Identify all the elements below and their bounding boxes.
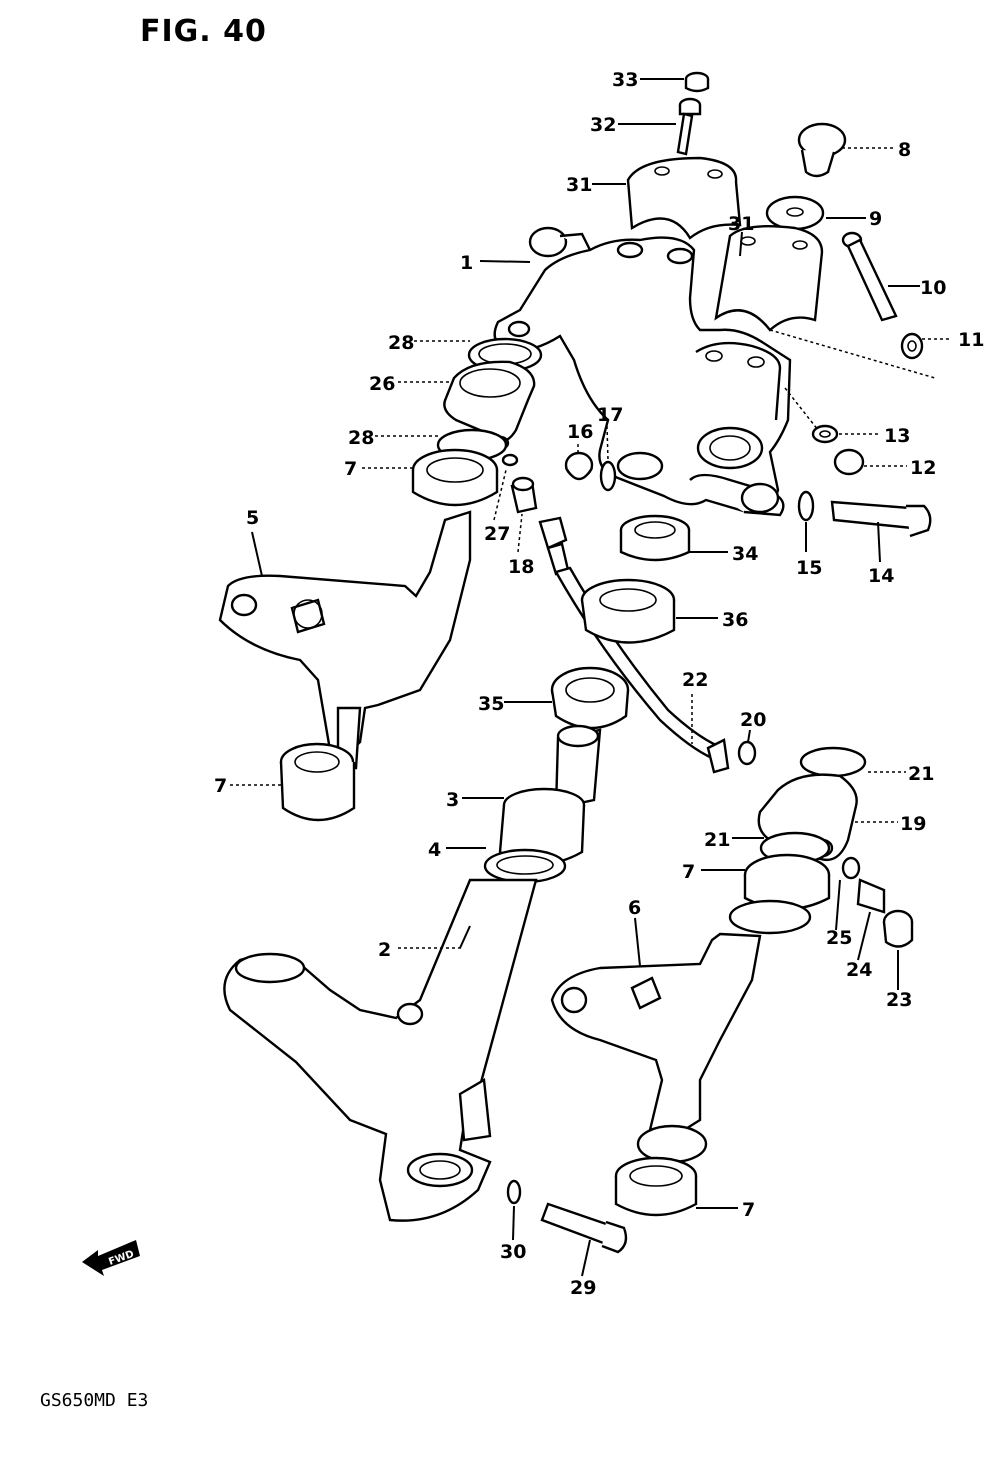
part-21a-cap bbox=[799, 746, 867, 778]
label-7c: 7 bbox=[682, 861, 695, 883]
part-18-fitting bbox=[510, 476, 538, 514]
part-16-cap bbox=[564, 451, 594, 481]
part-9-washer bbox=[765, 195, 825, 231]
label-36: 36 bbox=[722, 609, 748, 631]
label-24: 24 bbox=[846, 959, 872, 981]
label-27: 27 bbox=[484, 523, 510, 545]
part-14-bolt bbox=[830, 500, 932, 538]
label-31a: 31 bbox=[566, 174, 592, 196]
label-34: 34 bbox=[732, 543, 758, 565]
label-21a: 21 bbox=[908, 763, 934, 785]
part-labels: 33 32 8 31 9 31 1 10 11 28 26 28 16 17 1… bbox=[214, 69, 984, 1299]
label-32: 32 bbox=[590, 114, 616, 136]
part-7c-collar bbox=[728, 853, 831, 935]
label-7a: 7 bbox=[344, 458, 357, 480]
part-23-bolt bbox=[882, 909, 914, 948]
label-22: 22 bbox=[682, 669, 708, 691]
label-1: 1 bbox=[460, 252, 473, 274]
label-19: 19 bbox=[900, 813, 926, 835]
part-17-washer bbox=[599, 460, 617, 492]
label-15: 15 bbox=[796, 557, 822, 579]
label-9: 9 bbox=[869, 208, 882, 230]
label-14: 14 bbox=[868, 565, 894, 587]
part-26-clamp bbox=[443, 360, 536, 451]
part-25-washer bbox=[841, 856, 861, 880]
label-8: 8 bbox=[898, 139, 911, 161]
label-2: 2 bbox=[378, 939, 391, 961]
label-20: 20 bbox=[740, 709, 766, 731]
part-11-washer bbox=[900, 332, 924, 360]
part-31b-handlebar-holder bbox=[714, 225, 824, 332]
part-31a-handlebar-holder bbox=[626, 156, 742, 240]
label-5: 5 bbox=[246, 507, 259, 529]
fwd-arrow-icon: FWD bbox=[82, 1240, 140, 1276]
label-30: 30 bbox=[500, 1241, 526, 1263]
label-26: 26 bbox=[369, 373, 395, 395]
label-7d: 7 bbox=[742, 1199, 755, 1221]
leader-lines bbox=[230, 78, 952, 1277]
part-5-fork-bracket bbox=[218, 510, 472, 770]
label-13: 13 bbox=[884, 425, 910, 447]
part-3-stem-top bbox=[498, 724, 602, 866]
label-17: 17 bbox=[597, 404, 623, 426]
figure-title: FIG. 40 bbox=[140, 14, 267, 49]
label-16: 16 bbox=[567, 421, 593, 443]
part-32-bolt bbox=[676, 97, 702, 156]
part-12-nut bbox=[833, 448, 865, 476]
label-7b: 7 bbox=[214, 775, 227, 797]
label-21b: 21 bbox=[704, 829, 730, 851]
label-6: 6 bbox=[628, 897, 641, 919]
part-2-lower-bracket bbox=[223, 878, 538, 1222]
part-7d-collar bbox=[614, 1156, 698, 1217]
part-13-washer bbox=[811, 424, 839, 444]
label-12: 12 bbox=[910, 457, 936, 479]
label-23: 23 bbox=[886, 989, 912, 1011]
label-11: 11 bbox=[958, 329, 984, 351]
model-code: GS650MD E3 bbox=[40, 1390, 149, 1411]
part-20-o-ring bbox=[737, 740, 757, 766]
label-28a: 28 bbox=[388, 332, 414, 354]
label-4: 4 bbox=[428, 839, 441, 861]
label-10: 10 bbox=[920, 277, 946, 299]
part-4-washer bbox=[483, 848, 567, 884]
part-6-fork-bracket bbox=[550, 932, 762, 1164]
part-1-upper-bracket bbox=[493, 226, 792, 517]
part-33-cap bbox=[684, 71, 710, 93]
part-15-washer bbox=[797, 490, 815, 522]
part-27-fitting bbox=[501, 453, 519, 467]
part-36-bearing bbox=[580, 578, 676, 644]
part-8-cap bbox=[797, 122, 847, 178]
label-3: 3 bbox=[446, 789, 459, 811]
part-35-bearing bbox=[550, 666, 630, 730]
part-29-bolt bbox=[540, 1202, 628, 1254]
label-33: 33 bbox=[612, 69, 638, 91]
part-10-bolt bbox=[841, 231, 898, 322]
part-24-fitting bbox=[856, 878, 886, 914]
label-31b: 31 bbox=[728, 213, 754, 235]
label-18: 18 bbox=[508, 556, 534, 578]
label-29: 29 bbox=[570, 1277, 596, 1299]
part-7b-collar bbox=[279, 742, 356, 822]
part-7a-collar bbox=[411, 448, 499, 507]
part-30-washer bbox=[506, 1179, 522, 1205]
label-35: 35 bbox=[478, 693, 504, 715]
label-28b: 28 bbox=[348, 427, 374, 449]
part-34-steering-nut bbox=[619, 514, 691, 562]
label-25: 25 bbox=[826, 927, 852, 949]
